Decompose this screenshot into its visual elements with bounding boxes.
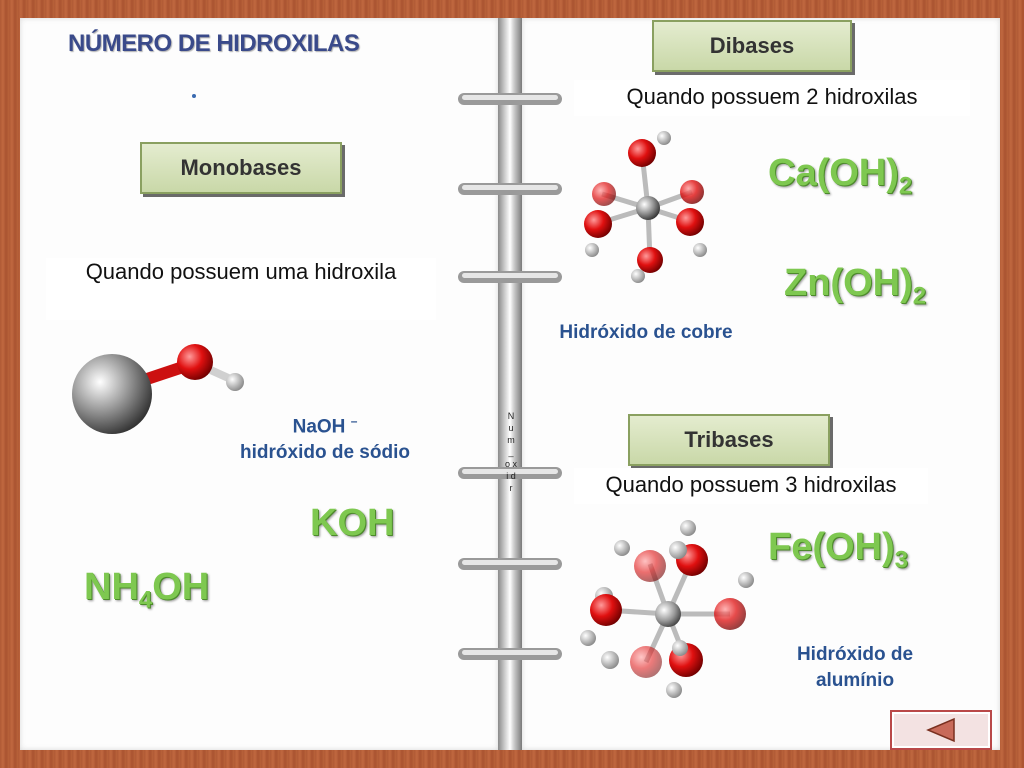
page-title: NÚMERO DE HIDROXILAS	[68, 30, 360, 57]
binder-ring-icon	[458, 648, 562, 660]
notebook-spine	[498, 18, 522, 750]
dibases-description: Quando possuem 2 hidroxilas	[574, 80, 970, 116]
back-button[interactable]	[890, 710, 992, 750]
nh4oh-part-a: NH	[84, 566, 139, 608]
monobases-button[interactable]: Monobases	[140, 142, 342, 194]
nh4oh-formula: NH4OH	[84, 566, 209, 615]
aluminium-hydroxide-caption: Hidróxido de alumínio	[796, 644, 914, 691]
feoh3-part-a: Fe(OH)	[768, 526, 895, 568]
aluminium-hydroxide-molecule-icon	[580, 520, 754, 698]
koh-formula: KOH	[310, 502, 395, 544]
triangle-left-icon	[926, 717, 955, 743]
copper-hydroxide-molecule-icon	[584, 131, 707, 283]
naoh-caption: NaOH – hidróxido de sódio	[220, 408, 430, 466]
tribases-button[interactable]: Tribases	[628, 414, 830, 466]
znoh2-part-a: Zn(OH)	[784, 262, 913, 304]
naoh-molecule-icon	[72, 344, 244, 434]
nh4oh-part-b: OH	[152, 566, 210, 608]
monobases-description: Quando possuem uma hidroxila	[46, 258, 436, 320]
feoh3-formula: Fe(OH)3	[768, 526, 908, 575]
spine-vertical-text: N u m _ o x i d r	[505, 411, 518, 493]
znoh2-formula: Zn(OH)2	[784, 262, 926, 311]
tribases-description: Quando possuem 3 hidroxilas	[574, 468, 928, 504]
copper-hydroxide-caption: Hidróxido de cobre	[559, 322, 733, 343]
nh4oh-subscript: 4	[138, 586, 153, 614]
feoh3-subscript: 3	[894, 546, 909, 574]
right-page	[522, 18, 1000, 750]
caoh2-formula: Ca(OH)2	[768, 152, 912, 201]
binder-ring-icon	[458, 271, 562, 283]
dibases-button[interactable]: Dibases	[652, 20, 852, 72]
binder-ring-icon	[458, 93, 562, 105]
caoh2-subscript: 2	[898, 172, 913, 200]
naoh-formula: NaOH	[292, 416, 346, 438]
znoh2-subscript: 2	[912, 282, 927, 310]
naoh-charge: –	[350, 414, 358, 428]
decorative-dot	[192, 94, 196, 98]
naoh-name: hidróxido de sódio	[240, 442, 410, 464]
binder-ring-icon	[458, 467, 562, 479]
caoh2-part-a: Ca(OH)	[768, 152, 899, 194]
binder-ring-icon	[458, 558, 562, 570]
binder-ring-icon	[458, 183, 562, 195]
